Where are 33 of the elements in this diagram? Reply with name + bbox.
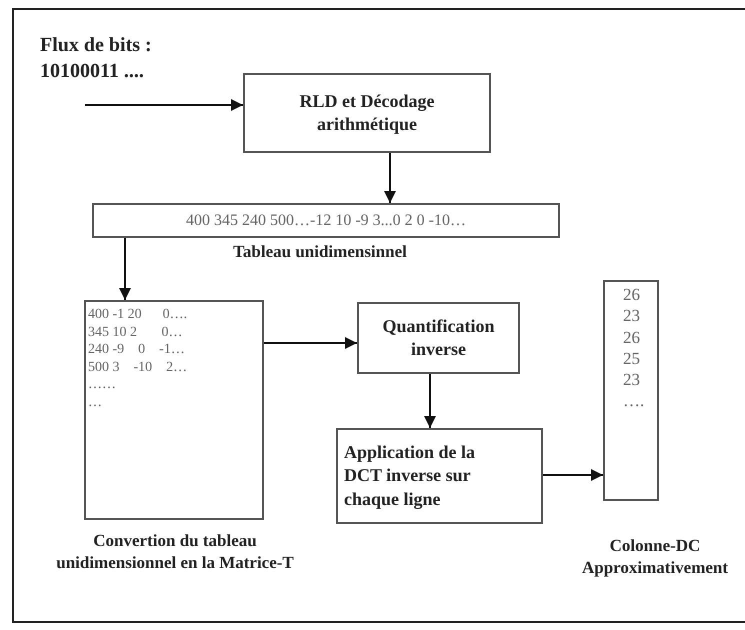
box-text: RLD et Décodage arithmétique — [298, 90, 436, 136]
arrow — [119, 238, 131, 300]
box-text: Application de la DCT inverse sur chaque ligne — [344, 440, 476, 511]
data-value: 500 3 -10 2… — [88, 358, 188, 376]
data-value: … — [88, 394, 102, 411]
process-box — [243, 73, 491, 153]
process-box — [336, 428, 543, 524]
input-label: Flux de bits : — [40, 34, 152, 57]
data-value: 23 — [623, 369, 640, 390]
data-box — [92, 203, 560, 238]
process-box — [357, 302, 520, 374]
arrow — [85, 99, 243, 111]
node-label: Tableau unidimensinnel — [232, 241, 408, 263]
data-value: 345 10 2 0… — [88, 324, 182, 341]
data-value: …… — [88, 376, 116, 394]
arrow — [384, 153, 396, 203]
data-value: 26 — [623, 326, 640, 348]
data-box — [84, 300, 264, 520]
node-label: Convertion du tableau unidimensionnel en la Matrice-T — [55, 530, 295, 574]
box-text: Quantification inverse — [381, 314, 496, 361]
arrow — [264, 337, 357, 349]
data-box — [603, 280, 659, 501]
input-label: 10100011 .... — [40, 60, 144, 83]
arrow — [424, 374, 436, 428]
data-value: 400 -1 20 0…. — [88, 306, 188, 324]
data-value: …. — [623, 390, 644, 412]
data-value: 23 — [623, 305, 640, 326]
data-value: 25 — [623, 348, 640, 369]
data-value: 400 345 240 500…-12 10 -9 3...0 2 0 -10… — [186, 210, 466, 230]
data-value: 26 — [623, 284, 640, 306]
arrow — [543, 469, 603, 481]
data-value: 240 -9 0 -1… — [88, 341, 185, 358]
node-label: Colonne-DC Approximativement — [580, 535, 730, 580]
